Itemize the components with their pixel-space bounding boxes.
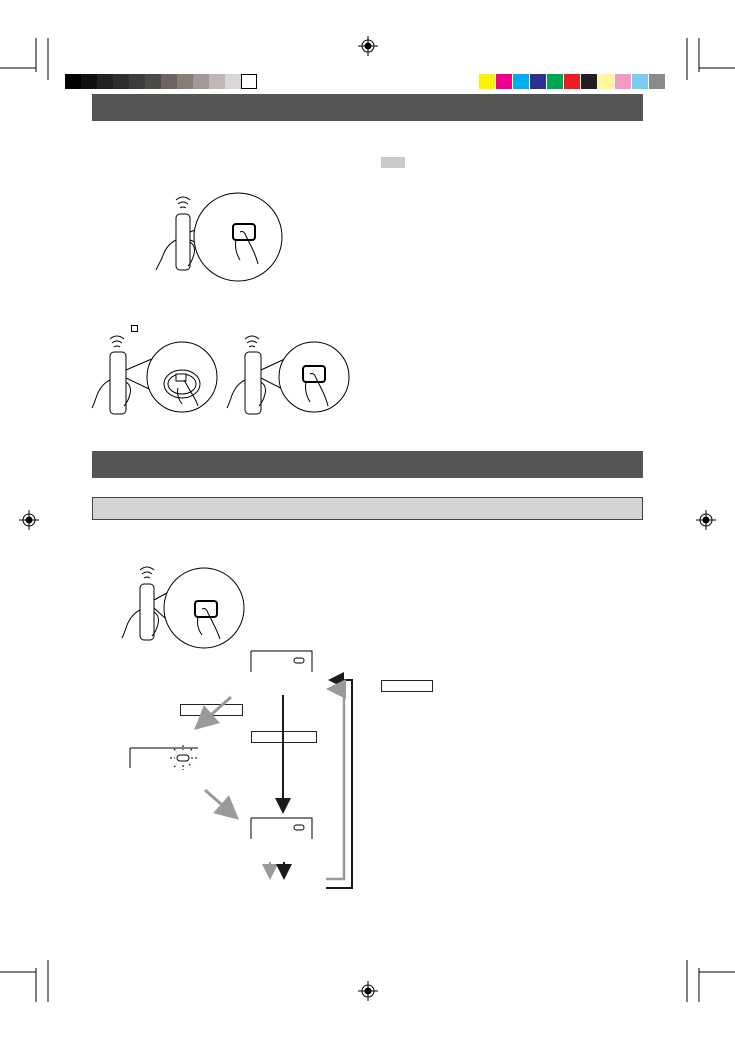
- color-swatch-green: [547, 74, 563, 89]
- color-swatch-cyan: [513, 74, 529, 89]
- color-swatch-red: [564, 74, 580, 89]
- section-header-band-2: [92, 451, 643, 478]
- arrow-diagonal-gray-2: [204, 788, 240, 820]
- registration-mark-bottom: [358, 981, 378, 1001]
- grayscale-swatch: [65, 74, 81, 89]
- color-swatch-light-cyan: [632, 74, 648, 89]
- color-swatch-pink: [615, 74, 631, 89]
- grayscale-swatch: [81, 74, 97, 89]
- grayscale-swatch: [113, 74, 129, 89]
- color-swatch-yellow: [479, 74, 495, 89]
- color-swatch-black: [581, 74, 597, 89]
- note-marker: [381, 157, 405, 168]
- grayscale-swatch: [225, 74, 241, 89]
- grayscale-swatch: [97, 74, 113, 89]
- repeat-indicator-icon: [293, 657, 305, 664]
- display-window-bottom: [250, 817, 313, 839]
- remote-control-illustration-3: [121, 566, 245, 649]
- grayscale-swatch: [193, 74, 209, 89]
- flow-label-right: [381, 680, 433, 692]
- grayscale-swatch: [161, 74, 177, 89]
- color-swatch-gray: [649, 74, 665, 89]
- grayscale-swatch: [177, 74, 193, 89]
- color-swatch-light-yellow: [598, 74, 614, 89]
- repeat-indicator-blinking-icon: [176, 754, 190, 762]
- square-bullet-icon: [131, 325, 138, 332]
- loop-bracket-black: [326, 672, 353, 889]
- registration-mark-left: [19, 510, 39, 530]
- grayscale-swatch: [129, 74, 145, 89]
- arrow-diagonal-gray-1: [194, 695, 232, 730]
- registration-mark-top: [358, 36, 378, 56]
- grayscale-swatch: [209, 74, 225, 89]
- repeat-indicator-icon: [293, 824, 305, 831]
- remote-control-illustration-2b: [226, 335, 350, 415]
- grayscale-swatch: [145, 74, 161, 89]
- registration-mark-right: [696, 510, 716, 530]
- display-window-top: [250, 650, 313, 672]
- color-swatch-blue: [530, 74, 546, 89]
- grayscale-color-bar: [65, 37, 257, 89]
- process-color-bar: [479, 37, 669, 89]
- loop-bracket-gray: [326, 679, 346, 881]
- subsection-header-band: [92, 497, 643, 520]
- display-window-left: [129, 745, 198, 770]
- crop-marks: [0, 38, 735, 1002]
- remote-control-illustration-1: [155, 192, 283, 282]
- grayscale-swatch: [241, 74, 257, 89]
- color-swatch-magenta: [496, 74, 512, 89]
- section-header-band-1: [92, 94, 643, 121]
- remote-control-illustration-2a: [91, 335, 218, 415]
